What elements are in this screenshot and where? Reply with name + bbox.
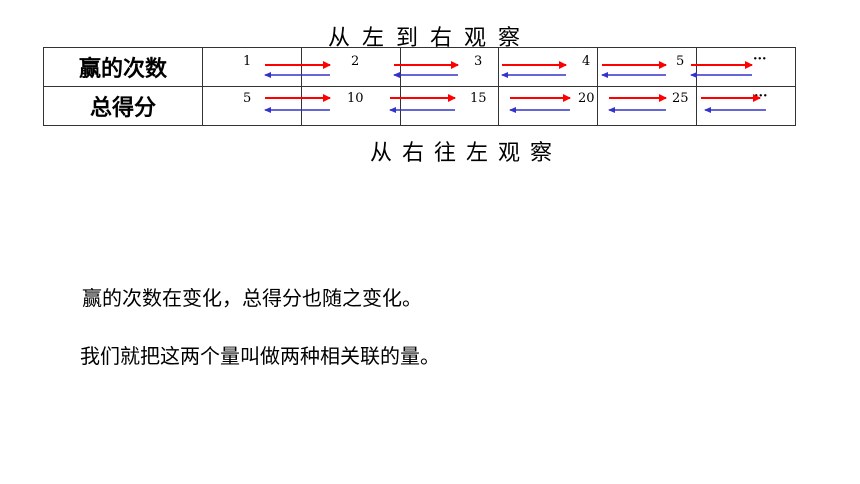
score-value-2: 10 xyxy=(347,91,364,106)
cell xyxy=(498,47,599,87)
explanation-line-2: 我们就把这两个量叫做两种相关联的量。 xyxy=(80,344,440,368)
score-value-5: 25 xyxy=(672,91,689,106)
cell xyxy=(399,86,500,126)
score-value-3: 15 xyxy=(470,91,487,106)
cell xyxy=(399,47,500,87)
wins-value-1: 1 xyxy=(243,54,252,69)
wins-value-ellipsis: ··· xyxy=(753,52,767,67)
cell xyxy=(696,86,796,126)
row-label-total-score: 总得分 xyxy=(43,86,203,126)
cell xyxy=(498,86,599,126)
wins-value-3: 3 xyxy=(474,54,483,69)
cell xyxy=(300,86,401,126)
wins-value-5: 5 xyxy=(676,54,685,69)
wins-value-4: 4 xyxy=(582,54,591,69)
cell xyxy=(597,86,698,126)
bottom-caption: 从右往左观察 xyxy=(370,141,563,166)
cell xyxy=(202,86,302,126)
top-caption: 从左到右观察 xyxy=(327,26,532,51)
score-value-4: 20 xyxy=(578,91,595,106)
explanation-line-1: 赢的次数在变化，总得分也随之变化。 xyxy=(82,286,422,310)
table-row: 总得分 xyxy=(43,86,796,126)
row-label-wins: 赢的次数 xyxy=(43,47,203,87)
data-table: 赢的次数 总得分 xyxy=(43,47,796,126)
score-value-1: 5 xyxy=(243,91,252,106)
cell xyxy=(597,47,698,87)
wins-value-2: 2 xyxy=(351,54,360,69)
